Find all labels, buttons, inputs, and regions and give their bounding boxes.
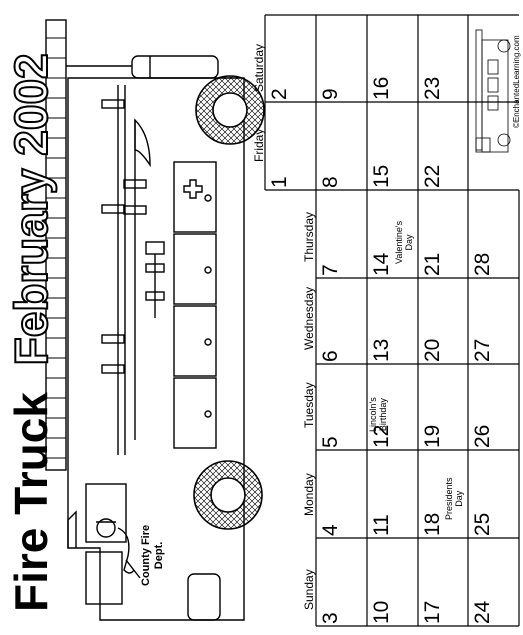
ladder xyxy=(45,19,67,471)
day-7: 7 xyxy=(319,264,342,276)
holiday-presidents-day: Presidents Day xyxy=(444,477,464,520)
weekday-friday: Friday xyxy=(252,128,266,162)
day-11: 11 xyxy=(370,514,393,536)
weekday-wednesday: Wednesday xyxy=(302,286,316,350)
hose-nozzle xyxy=(131,55,219,79)
day-22: 22 xyxy=(421,164,444,188)
title-month-year: February 2002 xyxy=(4,52,58,366)
compartment-3 xyxy=(173,305,217,377)
day-25: 25 xyxy=(471,512,494,536)
day-10: 10 xyxy=(370,600,393,624)
day-16: 16 xyxy=(370,76,393,100)
day-9: 9 xyxy=(319,88,342,100)
day-14: 14 xyxy=(370,252,393,276)
day-27: 27 xyxy=(471,338,494,362)
day-26: 26 xyxy=(471,424,494,448)
day-21: 21 xyxy=(421,252,444,276)
day-24: 24 xyxy=(471,600,494,624)
day-15: 15 xyxy=(370,164,393,188)
day-2: 2 xyxy=(268,88,291,100)
credit-text: ©EnchantedLearning.com xyxy=(512,35,521,128)
day-17: 17 xyxy=(421,600,444,624)
day-23: 23 xyxy=(421,76,444,100)
day-6: 6 xyxy=(319,350,342,362)
weekday-sunday: Sunday xyxy=(302,569,316,610)
first-aid-cross-icon xyxy=(183,179,203,199)
small-truck-icon xyxy=(475,29,511,153)
compartment-4 xyxy=(173,377,217,449)
holiday-valentines-day: Valentine's Day xyxy=(394,220,414,264)
page-title: Fire Truck February 2002 xyxy=(4,52,58,612)
title-main: Fire Truck xyxy=(5,392,57,612)
weekday-monday: Monday xyxy=(302,473,316,516)
truck-label: County Fire Dept. xyxy=(140,524,165,586)
day-5: 5 xyxy=(319,436,342,448)
compartment-2 xyxy=(173,233,217,305)
weekday-saturday: Saturday xyxy=(252,43,266,92)
day-20: 20 xyxy=(421,338,444,362)
weekday-thursday: Thursday xyxy=(302,211,316,262)
compartment-firstaid xyxy=(173,161,217,233)
rear-wheel xyxy=(195,75,265,145)
day-4: 4 xyxy=(319,524,342,536)
front-wheel xyxy=(193,460,263,530)
day-19: 19 xyxy=(421,424,444,448)
day-13: 13 xyxy=(370,338,393,362)
day-18: 18 xyxy=(421,512,444,536)
day-3: 3 xyxy=(319,612,342,624)
day-28: 28 xyxy=(471,252,494,276)
holiday-lincolns-birthday: Lincoln's Birthday xyxy=(368,397,388,432)
calendar-grid xyxy=(264,14,520,627)
weekday-tuesday: Tuesday xyxy=(302,382,316,428)
day-1: 1 xyxy=(268,176,291,188)
cab-window xyxy=(85,483,127,543)
day-8: 8 xyxy=(319,176,342,188)
